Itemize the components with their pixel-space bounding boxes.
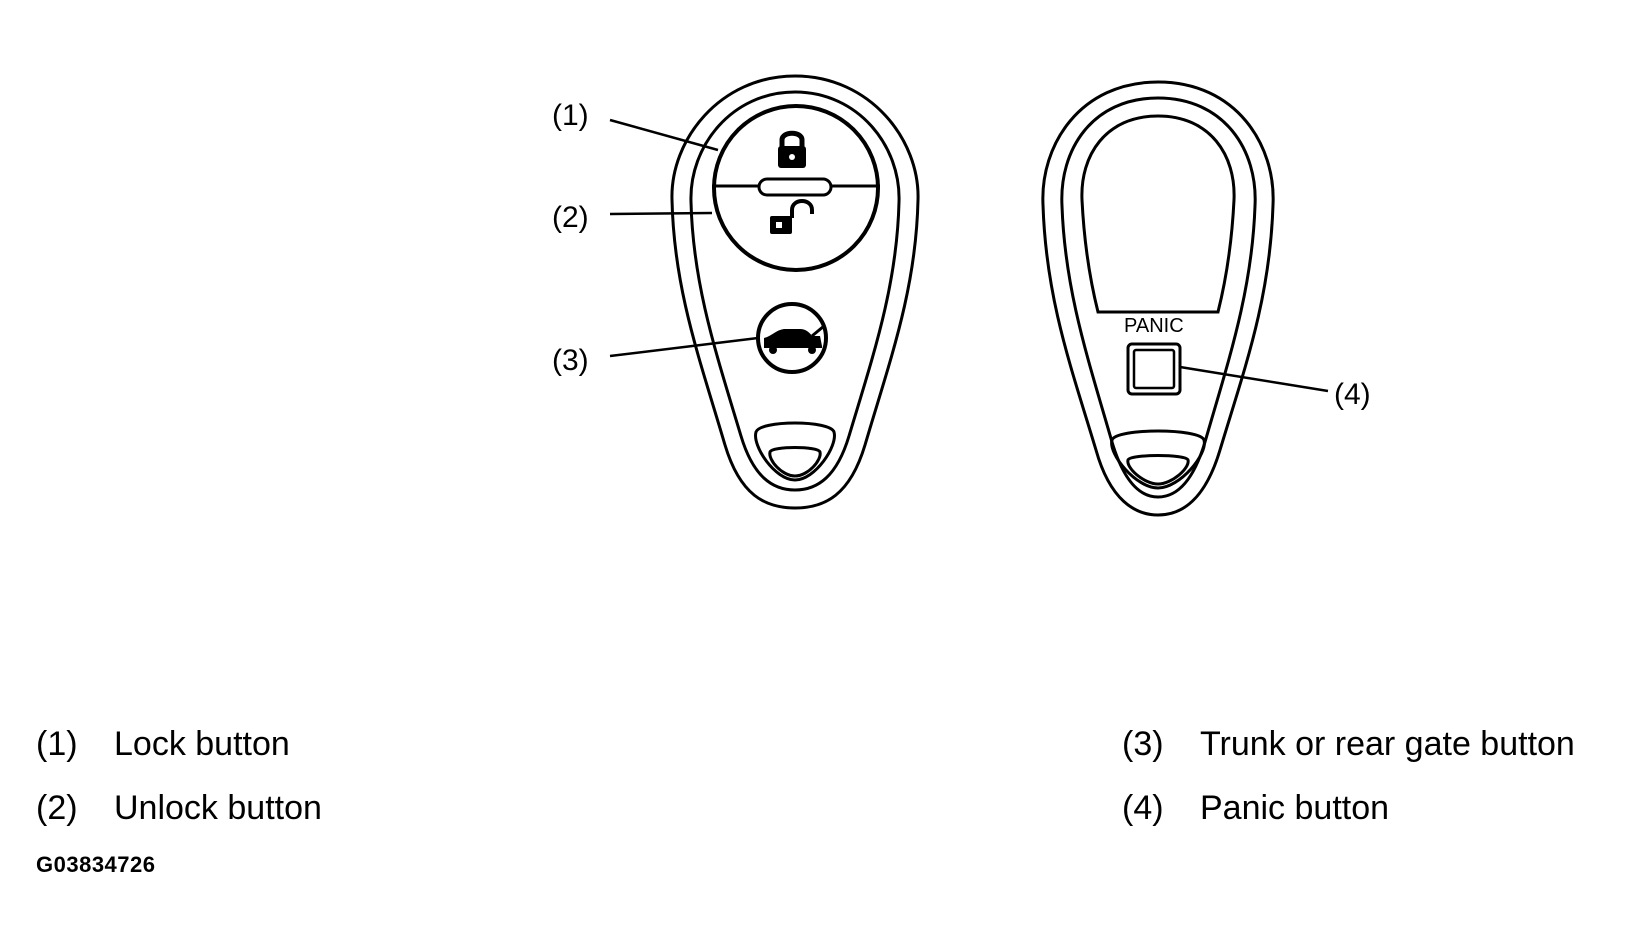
legend-label-1: Lock button (114, 725, 290, 763)
legend-item-2: (2) Unlock button (36, 788, 322, 828)
callout-4: (4) (1334, 378, 1371, 411)
legend-label-4: Panic button (1200, 789, 1390, 827)
leader-lines-front (609, 118, 759, 358)
panic-button (1126, 342, 1182, 396)
car-trunk-icon (764, 324, 825, 354)
callout-3: (3) (552, 344, 589, 377)
panic-label: PANIC (1124, 315, 1184, 337)
lock-unlock-button (712, 104, 880, 272)
legend-num-2: (2) (36, 789, 78, 827)
key-fob-back (1041, 80, 1275, 517)
legend-item-3: (3) Trunk or rear gate button (1122, 724, 1575, 764)
legend-num-4: (4) (1122, 789, 1164, 827)
key-fob-front (670, 74, 920, 510)
callout-1: (1) (552, 99, 589, 132)
lock-icon (778, 130, 806, 168)
key-ring-hole-back (1110, 429, 1206, 490)
legend-label-3: Trunk or rear gate button (1200, 725, 1575, 763)
legend-label-2: Unlock button (114, 789, 322, 827)
unlock-icon (770, 199, 814, 234)
legend-num-3: (3) (1122, 725, 1164, 763)
figure-code: G03834726 (36, 852, 156, 877)
legend-item-4: (4) Panic button (1122, 788, 1389, 828)
legend-item-1: (1) Lock button (36, 724, 290, 764)
key-ring-hole-front (754, 421, 836, 482)
callout-2: (2) (552, 201, 589, 234)
legend-num-1: (1) (36, 725, 78, 763)
leader-lines-back (1179, 365, 1329, 393)
